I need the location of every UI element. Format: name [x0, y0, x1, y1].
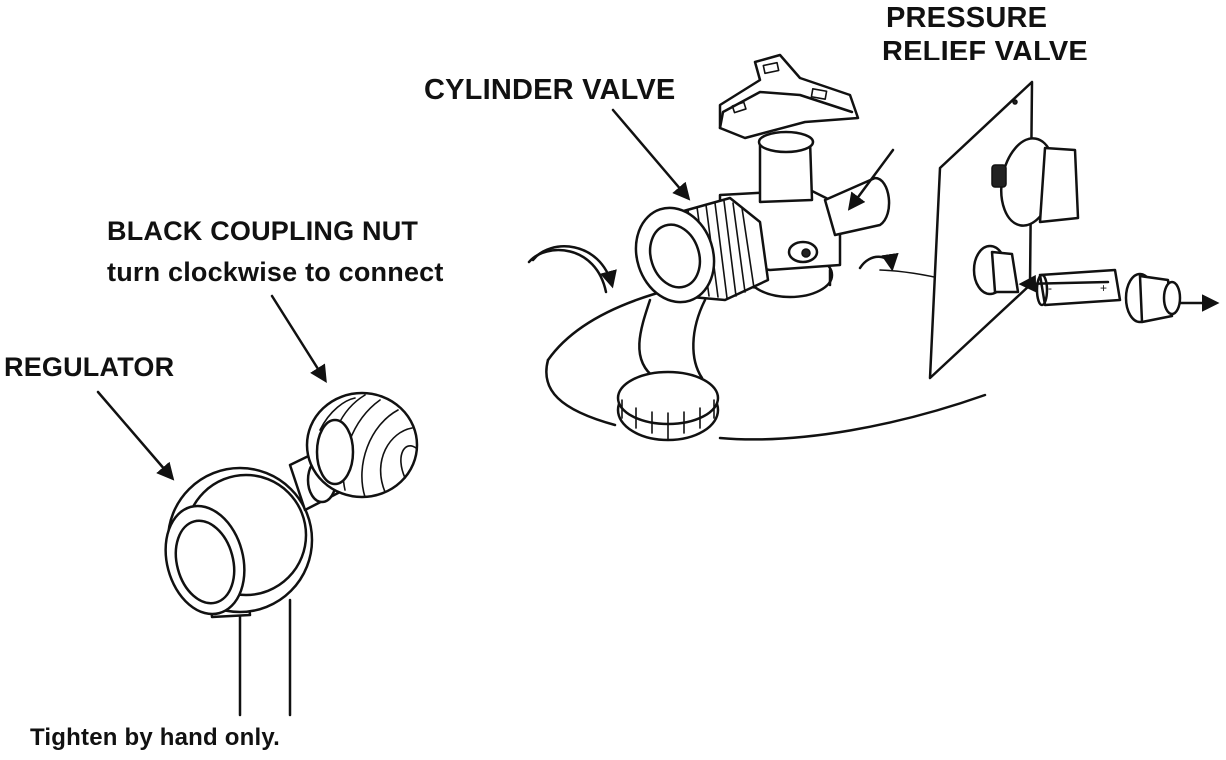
turn-instruction-label: turn clockwise to connect [107, 257, 444, 287]
pressure-label: PRESSURE [886, 2, 1048, 34]
svg-text:-: - [1048, 281, 1052, 295]
clockwise-arrow-icon [527, 245, 617, 294]
coupling-nut-label: BLACK COUPLING NUT [107, 216, 419, 246]
svg-text:+: + [1100, 281, 1107, 295]
relief-valve-panel-drawing [928, 80, 1080, 380]
leader-arrow [96, 108, 1220, 481]
tighten-note: Tighten by hand only. [30, 724, 280, 751]
threaded-outlet-drawing [634, 196, 770, 304]
valve-cap-drawing [616, 298, 720, 442]
regulator-drawing [164, 446, 342, 717]
regulator-label: REGULATOR [4, 352, 175, 382]
battery-drawing: - + [1035, 268, 1122, 307]
battery-cap-drawing [1124, 272, 1182, 324]
small-clockwise-arrow-icon [858, 252, 899, 272]
valve-handwheel-drawing [718, 53, 860, 140]
coupling-nut-drawing [305, 391, 419, 499]
cylinder-valve-label: CYLINDER VALVE [424, 74, 676, 106]
relief-valve-label: RELIEF VALVE [882, 36, 1088, 60]
